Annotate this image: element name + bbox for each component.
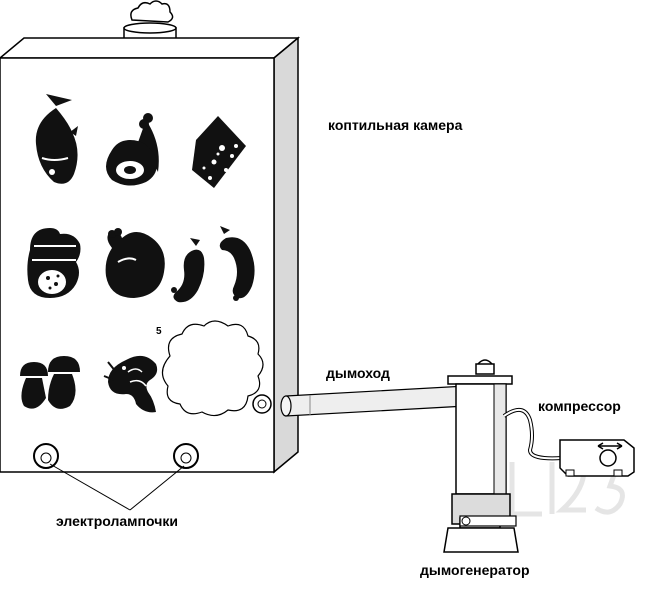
watermark [509,461,625,517]
sausages-icon [171,226,255,303]
smoke-cloud-icon [161,320,264,417]
electric-lamps-label: электролампочки [56,513,178,529]
top-smoke-puff [130,0,174,23]
lamp-left [33,443,59,469]
marker-label: 5 [156,326,162,337]
lamp-right [173,443,199,469]
fish-icon [35,94,78,184]
cheese-icon [192,116,246,188]
chicken-icon [105,228,165,298]
compressor [559,439,635,477]
air-hose [502,408,563,461]
ham-leg-icon [106,113,159,186]
chimney-label: дымоход [326,365,390,381]
lamp-leader-lines [49,463,185,511]
smoke-generator [443,359,519,553]
chimney-pipe [280,385,467,417]
smoking-chamber-label: коптильная камера [328,117,463,133]
sausage-loaf-icon [27,228,81,298]
smoke-generator-label: дымогенератор [420,562,530,578]
chimney-inlet [252,394,272,414]
compressor-label: компрессор [538,398,621,414]
shrimp-icon [103,355,158,413]
mushrooms-icon [20,356,80,409]
